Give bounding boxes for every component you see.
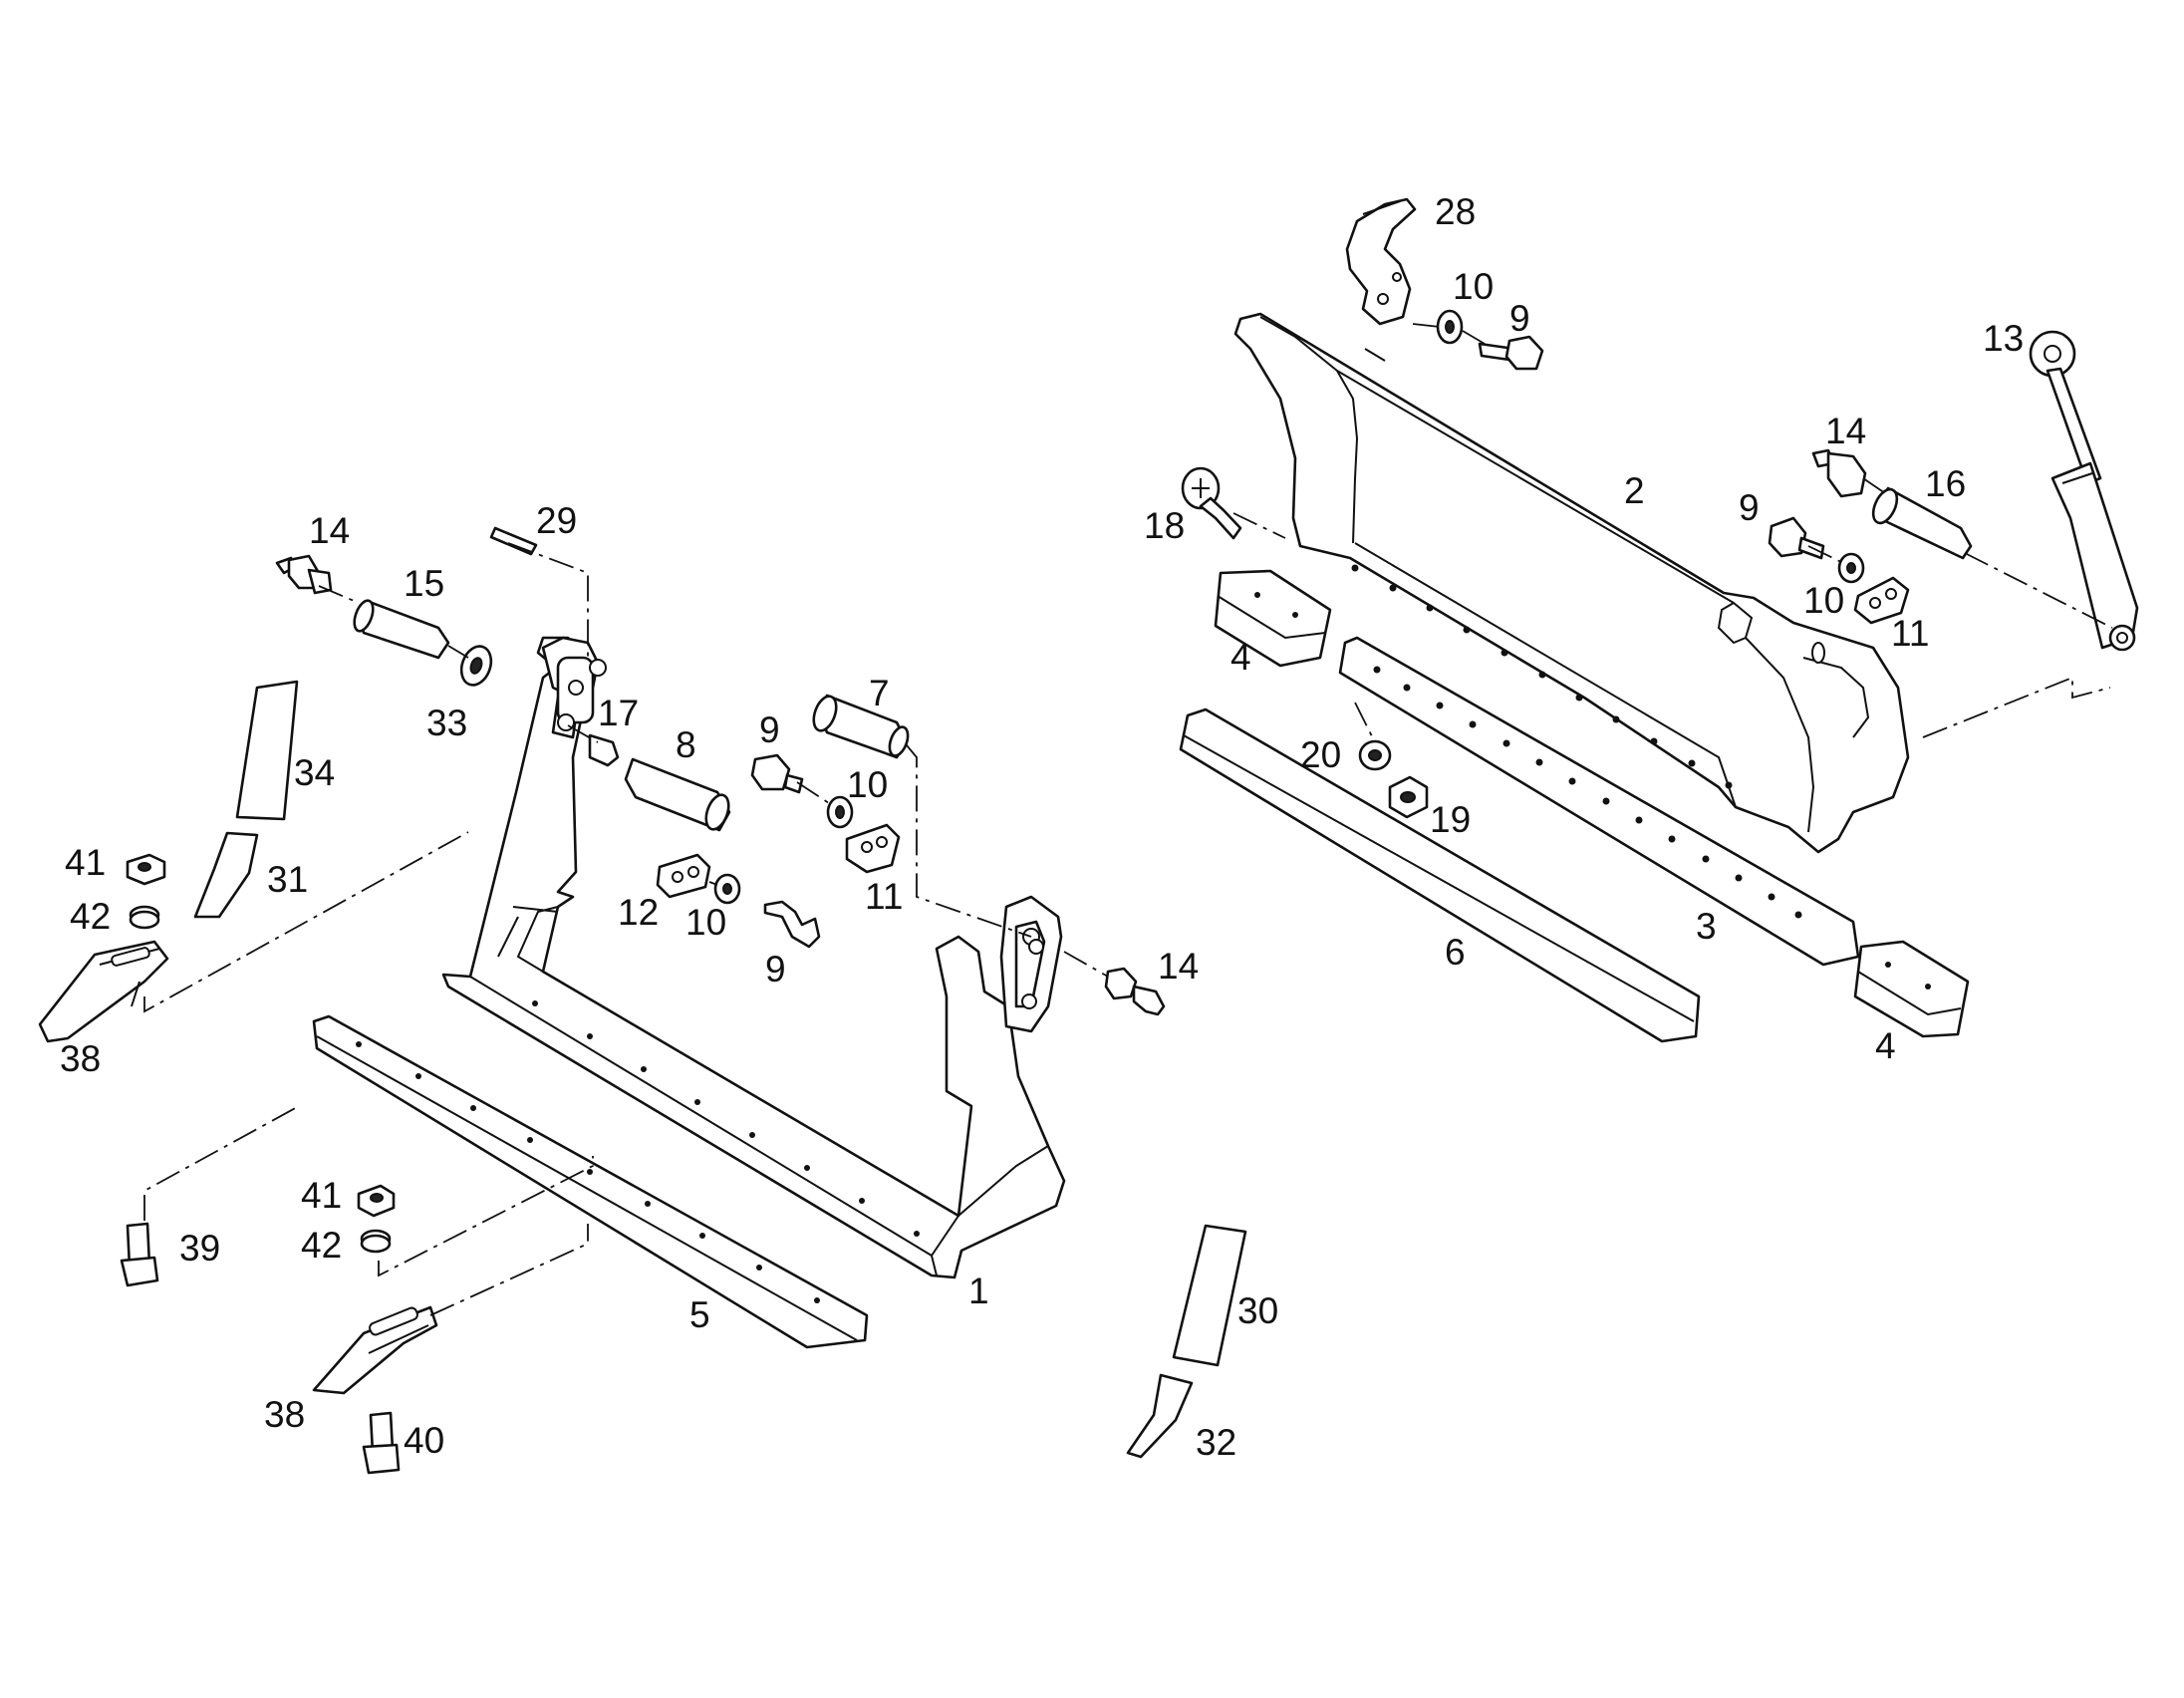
bush-16	[1871, 486, 1973, 560]
tooth-34	[235, 680, 299, 821]
label-42-upper: 42	[70, 896, 111, 937]
nut-19	[1388, 775, 1429, 819]
bush-15	[353, 599, 450, 660]
label-9-mid-right: 9	[1739, 487, 1760, 528]
pin-8	[624, 757, 731, 832]
callout-labels: 1 2 3 4 4 5 6 7 8 9 9 9 9 10 10 10 10 11…	[60, 191, 2024, 1463]
bush-17	[588, 733, 620, 767]
label-31: 31	[267, 859, 308, 900]
label-2: 2	[1624, 470, 1645, 511]
label-10-lower-left: 10	[685, 902, 726, 943]
grease-nipple-14-left	[275, 554, 333, 595]
washer-42-upper	[129, 905, 160, 930]
corner-piece-4-upper	[1214, 569, 1332, 668]
label-40: 40	[404, 1420, 444, 1461]
label-20: 20	[1300, 734, 1341, 775]
edge-bar-6	[1179, 708, 1701, 1043]
holes-blade-2-row	[1351, 564, 1733, 789]
nut-41-upper	[126, 853, 166, 886]
bolt-39	[120, 1222, 159, 1287]
label-38-lower: 38	[264, 1394, 305, 1435]
label-33: 33	[426, 703, 467, 743]
washer-10-upper-left	[826, 795, 854, 829]
assembly-leader-lines	[143, 323, 2113, 1316]
label-34: 34	[294, 752, 335, 793]
label-10-top-right: 10	[1453, 266, 1494, 307]
label-9-upper-left: 9	[759, 709, 780, 750]
washer-20	[1358, 739, 1392, 771]
grease-nipple-14-right	[1104, 967, 1166, 1016]
label-14-far-right: 14	[1825, 411, 1866, 451]
tooth-30	[1172, 1224, 1247, 1367]
label-5: 5	[689, 1294, 710, 1335]
bolt-40	[362, 1411, 401, 1475]
label-4-lower: 4	[1875, 1025, 1896, 1066]
label-8: 8	[676, 724, 696, 765]
washer-10-top-right	[1436, 309, 1464, 345]
washer-33	[459, 645, 493, 687]
bucket-frame	[441, 636, 1066, 1279]
washer-10-lower-left	[713, 873, 741, 905]
label-7: 7	[869, 673, 890, 713]
label-41-lower: 41	[301, 1175, 342, 1216]
tooth-31	[193, 831, 259, 919]
label-17: 17	[598, 693, 639, 733]
tooth-32	[1126, 1373, 1194, 1459]
label-32: 32	[1196, 1422, 1236, 1463]
label-29: 29	[536, 500, 577, 541]
adapter-38-upper	[38, 940, 169, 1043]
blade-2	[1233, 312, 1910, 854]
washer-10-mid-right	[1837, 552, 1865, 584]
bolt-9-upper-left	[750, 753, 804, 794]
plate-11-right	[1853, 576, 1910, 625]
quadrant-28	[1345, 197, 1417, 326]
label-16: 16	[1925, 463, 1966, 504]
label-10-upper-left: 10	[847, 764, 888, 805]
label-3: 3	[1696, 906, 1717, 947]
plate-11-left	[845, 823, 901, 874]
washer-42-lower	[360, 1229, 392, 1254]
pin-29	[489, 526, 538, 556]
label-41-upper: 41	[65, 842, 106, 883]
cutting-edge-bar	[312, 1014, 869, 1349]
label-12: 12	[618, 892, 659, 933]
corner-piece-4-lower	[1853, 940, 1970, 1038]
label-9-top-right: 9	[1509, 298, 1530, 339]
adapter-38-lower	[312, 1305, 438, 1395]
grease-nipple-14-far-right	[1811, 448, 1867, 498]
label-14-left: 14	[309, 510, 350, 551]
screw-18	[1181, 466, 1242, 540]
bolt-9-mid-right	[1768, 516, 1825, 560]
label-1: 1	[968, 1271, 989, 1311]
label-14-right: 14	[1158, 946, 1199, 987]
cylinder-13	[2029, 330, 2139, 652]
label-13: 13	[1983, 318, 2024, 359]
label-9-lower-left: 9	[765, 949, 786, 990]
cutting-edge-3	[1338, 636, 1860, 967]
label-11-left: 11	[865, 876, 903, 917]
label-10-mid-right: 10	[1803, 580, 1844, 621]
label-38-upper: 38	[60, 1038, 101, 1079]
plate-12	[656, 853, 711, 899]
label-4-upper: 4	[1230, 637, 1251, 678]
label-30: 30	[1237, 1290, 1278, 1331]
label-39: 39	[179, 1228, 220, 1269]
pin-7	[812, 694, 910, 759]
label-19: 19	[1430, 799, 1471, 840]
label-18: 18	[1144, 505, 1185, 546]
label-28: 28	[1435, 191, 1476, 232]
bolt-9-top-right	[1478, 335, 1544, 371]
label-11-right: 11	[1891, 613, 1929, 654]
nut-41-lower	[357, 1184, 396, 1218]
label-15: 15	[404, 563, 444, 604]
bolt-9-lower-left	[763, 900, 821, 949]
label-42-lower: 42	[301, 1225, 342, 1266]
label-6: 6	[1445, 932, 1466, 973]
